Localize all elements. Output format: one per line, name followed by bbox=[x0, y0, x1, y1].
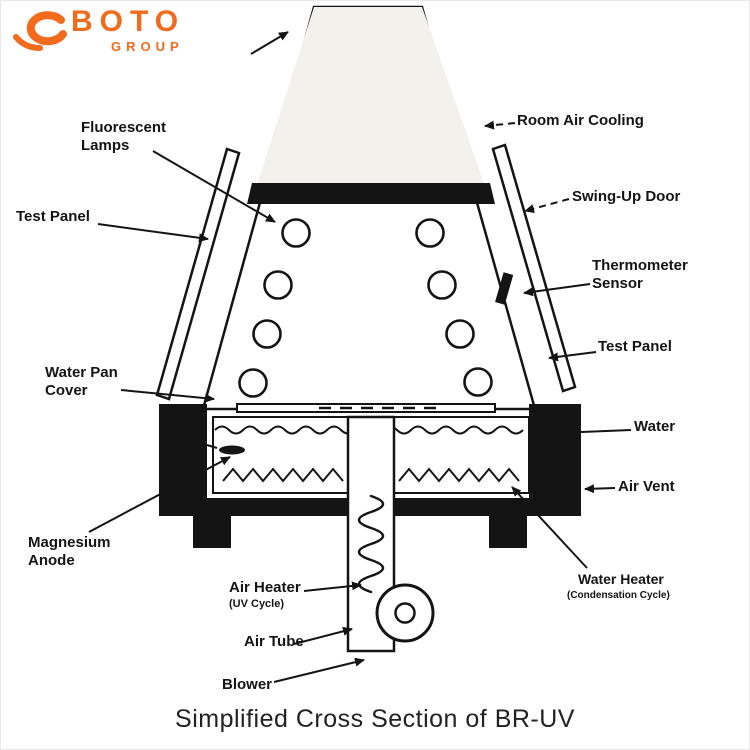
arrow-air-vent bbox=[584, 484, 616, 494]
arrow-air-heater bbox=[303, 581, 362, 592]
arrow-cone-top bbox=[250, 31, 289, 55]
logo: BOTO GROUP bbox=[11, 7, 185, 57]
blower-shape bbox=[375, 583, 435, 643]
logo-brand: BOTO bbox=[71, 5, 186, 38]
label-water-heater-cycle: (Condensation Cycle) bbox=[567, 590, 670, 601]
label-water: Water bbox=[634, 418, 676, 435]
label-water-heater: Water Heater bbox=[578, 571, 664, 587]
arrow-water bbox=[531, 429, 632, 439]
arrow-test-panel-left bbox=[97, 223, 209, 243]
label-test-panel-left: Test Panel bbox=[16, 208, 90, 225]
test-panel-right-shape bbox=[491, 143, 577, 393]
arrow-water-heater bbox=[511, 486, 588, 569]
logo-text: BOTO GROUP bbox=[71, 5, 186, 54]
logo-swirl-icon bbox=[13, 11, 67, 51]
label-blower: Blower bbox=[222, 676, 273, 693]
water-heater-element-left bbox=[222, 467, 344, 483]
lamp-deck-band bbox=[247, 183, 495, 204]
label-air-heater-cycle: (UV Cycle) bbox=[229, 598, 285, 610]
caption: Simplified Cross Section of BR-UV bbox=[175, 705, 575, 733]
chamber-cone bbox=[201, 5, 537, 411]
thermometer-sensor-mark bbox=[495, 272, 514, 305]
arrow-thermometer-sensor bbox=[523, 283, 591, 297]
label-magnesium-anode: Magnesium Anode bbox=[28, 534, 111, 569]
label-air-heater: Air Heater bbox=[229, 579, 301, 596]
label-test-panel-right: Test Panel bbox=[598, 338, 672, 355]
callout-arrows bbox=[88, 31, 632, 683]
label-air-tube: Air Tube bbox=[244, 633, 304, 650]
arrow-blower bbox=[273, 657, 365, 683]
water-heater-element-right bbox=[398, 467, 520, 483]
arrow-fluorescent-lamps bbox=[152, 150, 276, 223]
arrow-magnesium-anode bbox=[88, 456, 231, 533]
label-fluorescent-lamps: Fluorescent Lamps bbox=[81, 119, 167, 154]
label-water-pan-cover: Water Pan Cover bbox=[45, 364, 118, 399]
logo-subbrand: GROUP bbox=[111, 39, 184, 54]
arrow-test-panel-right bbox=[548, 351, 597, 362]
arrow-swing-up-door bbox=[524, 198, 570, 213]
air-tube-shape bbox=[346, 415, 396, 653]
water-pan-cover-shape bbox=[236, 403, 496, 413]
arrow-air-tube bbox=[293, 626, 353, 645]
arrow-water-pan-cover bbox=[120, 389, 215, 403]
air-heater-coil bbox=[357, 494, 385, 594]
arrow-room-air-cooling bbox=[484, 120, 516, 130]
label-thermometer-sensor: Thermometer Sensor bbox=[592, 257, 688, 292]
label-room-air-cooling: Room Air Cooling bbox=[517, 112, 644, 129]
magnesium-anode-shape bbox=[219, 445, 245, 455]
test-panel-left-shape bbox=[155, 147, 241, 401]
lamp-circles bbox=[238, 218, 493, 398]
label-swing-up-door: Swing-Up Door bbox=[572, 188, 681, 205]
label-air-vent: Air Vent bbox=[618, 478, 675, 495]
